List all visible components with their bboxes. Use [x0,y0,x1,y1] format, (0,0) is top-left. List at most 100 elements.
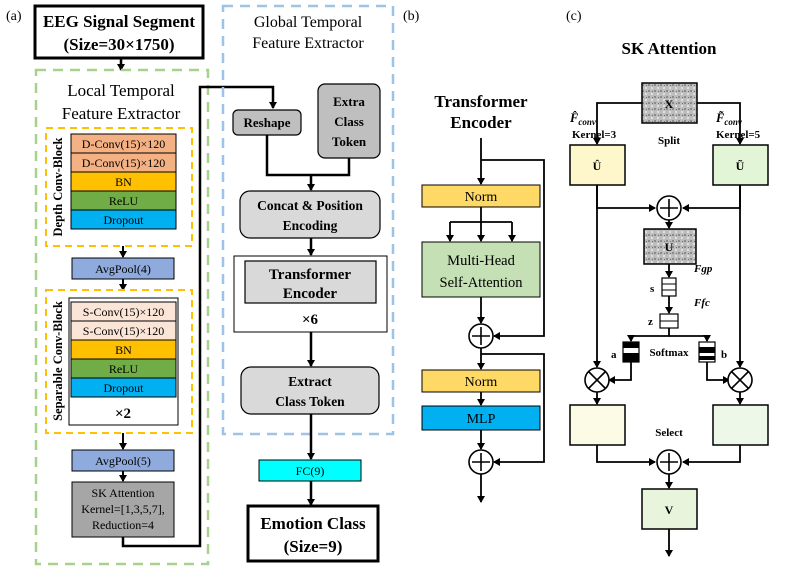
reshape-to-merge [265,135,311,177]
panel-c-title: SK Attention [622,39,717,58]
separable-conv-block [45,289,193,434]
extra-token-line-2: Class [334,114,364,129]
output-title: Emotion Class [260,514,366,533]
c-z-label: z [648,316,653,328]
c-a-to-mult [608,362,632,384]
depth-dconv-2-label: D-Conv(15)×120 [82,156,165,170]
panel-c-label: (c) [566,9,582,24]
separable-conv-block-label: Separable Conv-Block [51,301,65,421]
transformer-repeat: ×6 [302,312,319,328]
global-title-1: Global Temporal [254,14,363,31]
global-title-2: Feature Extractor [252,35,364,52]
c-u-hat-label: Û [593,159,602,173]
c-mult-right-d2 [731,371,749,389]
sk-line-3: Reduction=4 [92,518,154,532]
c-u-tilde-box [712,144,769,186]
c-split-right [697,102,744,145]
c-split-left [593,102,642,145]
extract-line-1: Extract [288,374,332,389]
depth-bn-label: BN [115,175,132,189]
separable-repeat: ×2 [115,406,131,422]
transformer-encoder-box [244,260,377,304]
c-softmax-label: Softmax [649,347,689,359]
sep-sconv-2-label: S-Conv(15)×120 [83,324,164,338]
c-u-label: U [665,240,674,254]
c-uhat-to-add [596,185,656,212]
c-v-box [641,488,698,530]
c-x-box [641,82,698,124]
c-v-label: V [665,503,674,517]
c-a-label: a [611,349,617,361]
c-selected-right-box [712,404,769,446]
b-skip-1 [481,159,545,340]
concat-line-2: Encoding [283,218,338,233]
fc-label: FC(9) [296,464,325,478]
b-mhsa-box [421,241,541,298]
global-extractor-container [221,4,395,436]
c-mult-left-d2 [588,371,606,389]
input-box [33,4,205,60]
sk-line-1: SK Attention [91,486,154,500]
b-mlp-label: MLP [467,412,496,427]
extra-token-line-1: Extra [333,94,365,109]
c-kernel5-label: Kernel=5 [716,129,761,141]
c-fgp-label: Fgp [693,263,713,275]
c-a-vector-fill2 [623,353,639,362]
c-b-label: b [721,349,727,361]
c-x-label: X [665,97,674,111]
depth-dropout [70,209,177,230]
depth-relu-label: ReLU [109,194,139,208]
depth-dconv-1-label: D-Conv(15)×120 [82,137,165,151]
c-sel-right-to-add [682,445,741,466]
avgpool-5-label: AvgPool(5) [95,454,151,468]
local-title-1: Local Temporal [67,81,175,100]
c-s-label: s [650,283,655,295]
sep-bn-label: BN [115,343,132,357]
b-norm-2-label: Norm [465,375,498,390]
c-z-to-a [627,328,670,342]
local-title-2: Feature Extractor [62,104,181,123]
extract-line-2: Class Token [275,394,345,409]
b-mhsa-line-2: Self-Attention [440,275,524,291]
transformer-line-1: Transformer [269,267,352,283]
c-a-vector-fill1 [623,342,639,348]
sep-dropout-label: Dropout [104,381,145,395]
avgpool-4-label: AvgPool(4) [95,262,151,276]
depth-dropout-label: Dropout [104,213,145,227]
b-skip-2 [481,353,545,466]
b-mhsa-line-1: Multi-Head [447,253,515,269]
depth-conv-block-label: Depth Conv-Block [51,137,65,236]
c-u-box [643,228,697,265]
c-selected-left-box [569,404,626,446]
c-u-tilde-label: Ũ [736,159,745,173]
panel-b-title-1: Transformer [434,92,528,111]
c-s-vector [661,277,677,297]
c-split-label: Split [658,135,680,147]
c-ffc-label: Ffc [693,297,710,309]
c-utilde-to-add [682,185,741,212]
depth-conv-block [45,127,193,247]
panel-b-title-2: Encoder [450,113,512,132]
c-b-to-mult [706,362,730,384]
panel-b-label: (b) [403,9,420,24]
b-norm-1-label: Norm [465,190,498,205]
transformer-line-2: Encoder [283,286,338,302]
sep-relu-label: ReLU [109,362,139,376]
sk-line-2: Kernel=[1,3,5,7], [81,502,164,516]
sk-attention-box [71,481,175,538]
input-title: EEG Signal Segment [43,12,195,31]
panel-a-label: (a) [6,9,22,24]
c-fconv-tilde-label: F̃conv [715,111,743,127]
reshape-label: Reshape [244,115,291,130]
token-to-merge [311,158,351,177]
output-box [246,504,380,563]
concat-line-1: Concat & Position [257,198,363,213]
c-z-to-b [669,335,711,342]
sep-dropout [70,377,177,398]
c-b-vector-fill2 [699,356,715,360]
output-size: (Size=9) [284,537,343,556]
sep-sconv-1-label: S-Conv(15)×120 [83,305,164,319]
input-size: (Size=30×1750) [64,35,175,54]
c-fconv-hat-label: F̂conv [569,111,597,127]
